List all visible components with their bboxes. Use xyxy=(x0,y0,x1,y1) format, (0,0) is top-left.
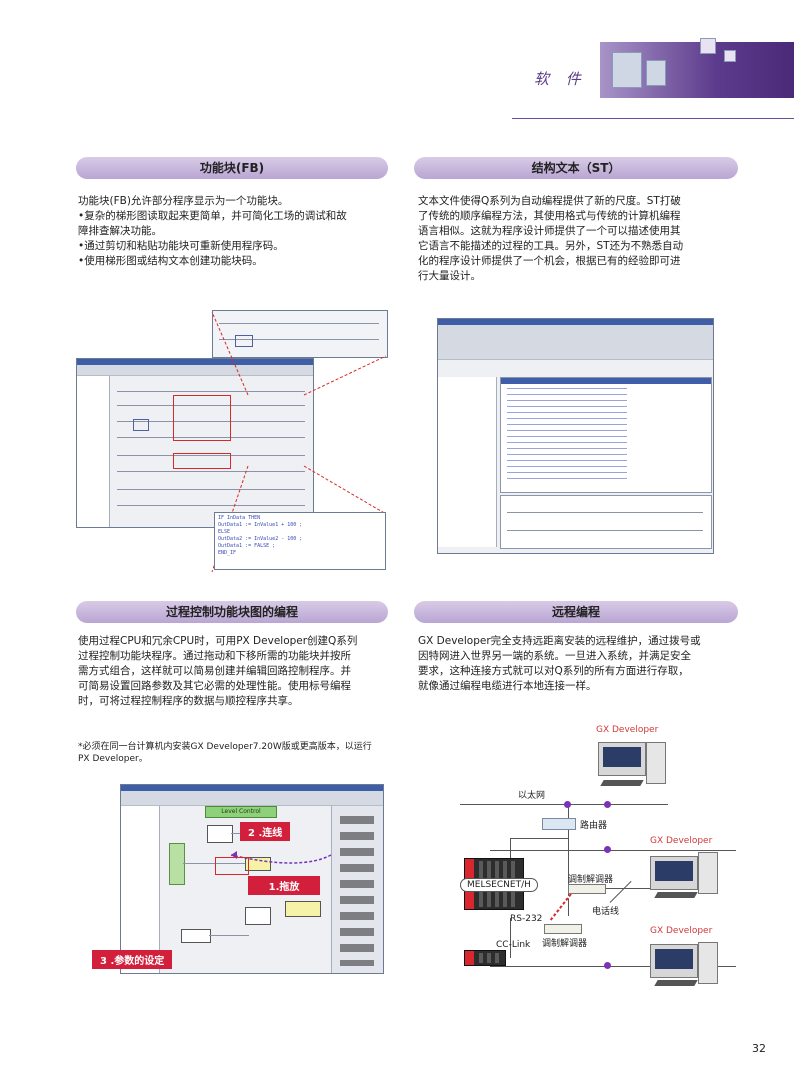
router xyxy=(542,818,576,830)
modem-label-1: 调制解调器 xyxy=(568,875,614,885)
gx-developer-label-3: GX Developer xyxy=(650,926,713,936)
banner-thumbnail xyxy=(724,50,736,62)
rs232-label: RS-232 xyxy=(510,914,543,924)
text-line: 使用过程CPU和冗余CPU时，可用PX Developer创建Q系列 xyxy=(78,635,358,647)
text-line: 化的程序设计师提供了一个机会，根据已有的经验即可进 xyxy=(418,255,681,267)
pc-monitor xyxy=(650,856,698,890)
st-paragraph: 文本文件使得Q系列为自动编程提供了新的尺度。ST打破 了传统的顺序编程方法，其使… xyxy=(418,194,683,284)
pc-tower xyxy=(698,852,718,894)
st-ladder-pane xyxy=(500,495,712,549)
cclink-line xyxy=(490,966,736,967)
pc-tower xyxy=(698,942,718,984)
code-line: IF InData THEN xyxy=(218,515,261,521)
phone-line-label: 电话线 xyxy=(592,907,620,917)
highlight-box xyxy=(215,857,249,875)
pc-keyboard xyxy=(654,980,698,986)
gx-developer-label-2: GX Developer xyxy=(650,836,713,846)
section-header-st: 结构文本（ST） xyxy=(414,157,738,179)
text-line: 时，可将过程控制程序的数据与顺控程序共享。 xyxy=(78,695,299,707)
melsecnet-label: MELSECNET/H xyxy=(460,878,538,892)
pc-keyboard xyxy=(654,892,698,898)
process-note: *必须在同一台计算机内安装GX Developer7.20W版或更高版本，以运行… xyxy=(78,741,372,765)
highlight-box xyxy=(173,453,231,469)
section-header-process: 过程控制功能块图的编程 xyxy=(76,601,388,623)
banner-thumbnail xyxy=(646,60,666,86)
process-paragraph: 使用过程CPU和冗余CPU时，可用PX Developer创建Q系列 过程控制功… xyxy=(78,634,357,709)
text-line: 行大量设计。 xyxy=(418,270,481,282)
page-number: 32 xyxy=(752,1042,766,1055)
pc-tower xyxy=(646,742,666,784)
text-line: 就像通过编程电缆进行本地连接一样。 xyxy=(418,680,597,692)
remote-paragraph: GX Developer完全支持远距离安装的远程维护，通过拨号或 因特网进入世界… xyxy=(418,634,701,694)
gx-developer-label-1: GX Developer xyxy=(596,725,659,735)
network-diagram: GX Developer 以太网 路由器 GX Developer MELSEC… xyxy=(450,722,740,992)
banner-rule xyxy=(512,118,794,119)
header-banner: 软 件 xyxy=(500,30,794,119)
plc-rack xyxy=(464,950,506,966)
melsecnet-line xyxy=(490,850,736,851)
text-line: 文本文件使得Q系列为自动编程提供了新的尺度。ST打破 xyxy=(418,195,681,207)
modem xyxy=(568,884,606,894)
fb-paragraph: 功能块(FB)允许部分程序显示为一个功能块。 •复杂的梯形图读取起来更简单，并可… xyxy=(78,194,347,269)
gx-developer-window xyxy=(76,358,314,528)
text-line: •复杂的梯形图读取起来更简单，并可简化工场的调试和故 xyxy=(78,210,347,222)
zoom-ladder-window xyxy=(212,310,388,358)
st-code-pane xyxy=(500,377,712,493)
fb-palette xyxy=(331,806,383,973)
modem-label-2: 调制解调器 xyxy=(542,939,588,949)
code-line: OutData1 := FALSE ; xyxy=(218,543,276,549)
pc-monitor xyxy=(650,944,698,978)
code-line: OutData2 := InValue2 - 100 ; xyxy=(218,536,303,542)
text-line: 了传统的顺序编程方法，其使用格式与传统的计算机编程 xyxy=(418,210,681,222)
pc-keyboard xyxy=(600,780,644,786)
text-line: 可简易设置回路参数及其它必需的处理性能。使用标号编程 xyxy=(78,680,351,692)
text-line: 它语言不能描述的过程的工具。另外，ST还为不熟悉自动 xyxy=(418,240,684,252)
label-params: 3 .参数的设定 xyxy=(92,950,173,969)
code-line: ELSE xyxy=(218,529,231,535)
text-line: •使用梯形图或结构文本创建功能块码。 xyxy=(78,255,263,267)
text-line: GX Developer完全支持远距离安装的远程维护，通过拨号或 xyxy=(418,635,701,647)
text-line: 功能块(FB)允许部分程序显示为一个功能块。 xyxy=(78,195,289,207)
page-title: 软 件 xyxy=(534,70,587,88)
st-editor-screenshot xyxy=(437,318,714,554)
ethernet-label: 以太网 xyxy=(518,791,546,801)
fb-screenshot: IF InData THEN OutData1 := InValue1 + 10… xyxy=(76,310,388,572)
note-line: *必须在同一台计算机内安装GX Developer7.20W版或更高版本，以运行 xyxy=(78,742,372,752)
code-line: OutData1 := InValue1 + 100 ; xyxy=(218,522,303,528)
text-line: 障排查解决功能。 xyxy=(78,225,162,237)
label-connect: 2 .连线 xyxy=(240,822,291,841)
note-line: PX Developer。 xyxy=(78,754,148,764)
text-line: •通过剪切和粘贴功能块可重新使用程序码。 xyxy=(78,240,284,252)
section-header-remote: 远程编程 xyxy=(414,601,738,623)
text-line: 过程控制功能块程序。通过拖动和下移所需的功能块并按所 xyxy=(78,650,351,662)
text-line: 因特网进入世界另一端的系统。一旦进入系统，并满足安全 xyxy=(418,650,691,662)
loop-title: Level Control xyxy=(205,806,277,818)
section-header-fb: 功能块(FB) xyxy=(76,157,388,179)
banner-thumbnail xyxy=(700,38,716,54)
banner-thumbnail xyxy=(612,52,642,88)
text-line: 语言相似。这就为程序设计师提供了一个可以描述使用其 xyxy=(418,225,681,237)
pc-monitor xyxy=(598,742,646,776)
text-line: 需方式组合，这样就可以简易创建并编辑回路控制程序。并 xyxy=(78,665,351,677)
px-developer-screenshot: Level Control xyxy=(120,784,384,974)
text-line: 要求，这种连接方式就可以对Q系列的所有方面进行存取， xyxy=(418,665,689,677)
label-drag: 1.拖放 xyxy=(248,876,320,895)
highlight-box xyxy=(173,395,231,441)
cclink-label: CC-Link xyxy=(496,940,531,950)
router-label: 路由器 xyxy=(580,821,608,831)
code-line: END_IF xyxy=(218,550,237,556)
st-code-callout: IF InData THEN OutData1 := InValue1 + 10… xyxy=(214,512,386,570)
modem xyxy=(544,924,582,934)
